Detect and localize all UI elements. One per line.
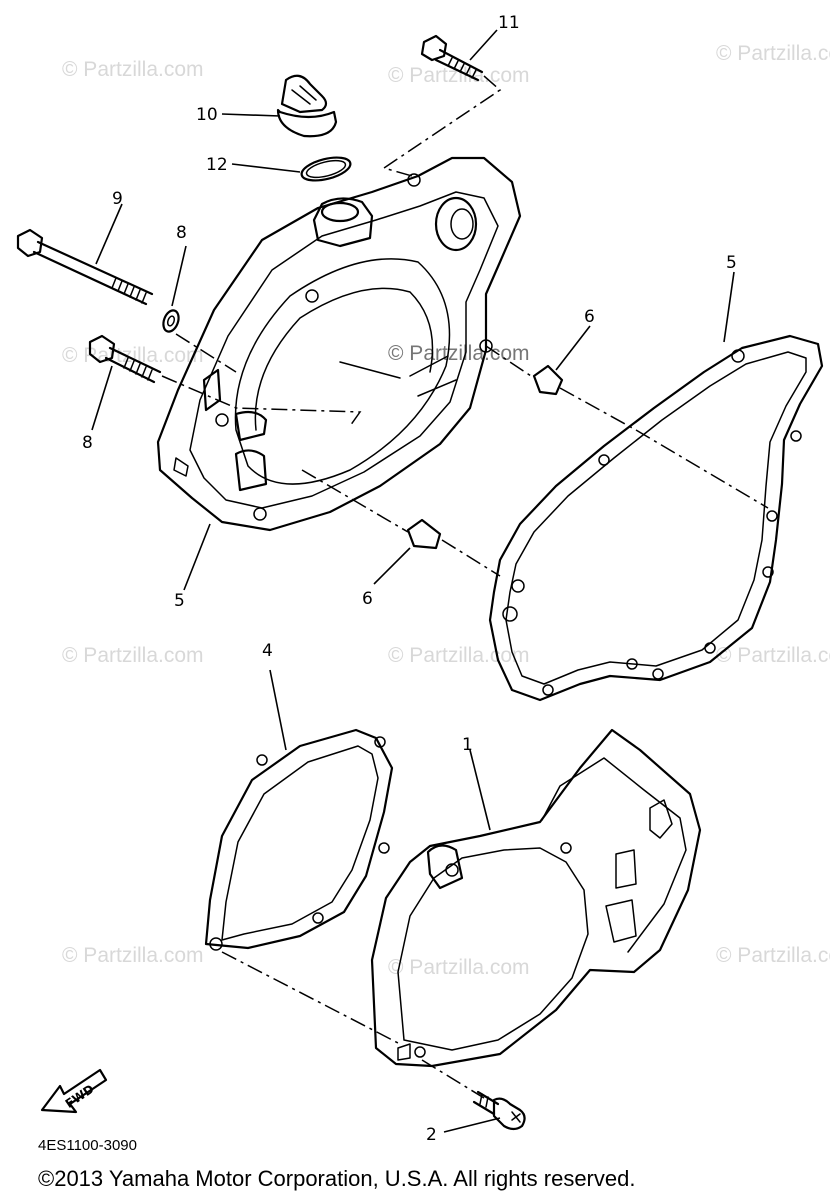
part-12-o-ring[interactable]: [299, 153, 352, 185]
watermarks: © Partzilla.com © Partzilla.com © Partzi…: [62, 42, 830, 979]
part-4-crankcase-cover[interactable]: [156, 156, 522, 532]
leader-line: [469, 29, 498, 61]
leader-line: [171, 245, 187, 307]
callout-2: 2: [426, 1125, 437, 1145]
part-2-screw[interactable]: [472, 1090, 526, 1131]
assembly-line: [635, 429, 769, 509]
callout-5: 5: [726, 253, 737, 273]
part-11-oil-plug[interactable]: [276, 74, 338, 138]
leader-line: [269, 669, 287, 751]
part-6-dowel-pin[interactable]: [406, 518, 442, 550]
leader-line: [443, 1117, 501, 1133]
leader-line: [723, 271, 735, 343]
leader-line: [555, 325, 591, 371]
copyright-notice: ©2013 Yamaha Motor Corporation, U.S.A. A…: [38, 1166, 635, 1191]
part-6-dowel-pin[interactable]: [532, 364, 564, 396]
assembly-line: [221, 951, 401, 1045]
part-code: 4ES1100-3090: [38, 1137, 137, 1154]
watermark: © Partzilla.com: [62, 58, 204, 81]
leader-line: [231, 163, 301, 173]
callout-12: 12: [206, 155, 228, 175]
watermark: © Partzilla.com: [62, 644, 204, 667]
callout-1: 1: [462, 735, 473, 755]
fwd-arrow-icon: FWD: [40, 1068, 108, 1114]
callout-7: 11: [498, 13, 520, 33]
leader-line: [91, 365, 113, 431]
callout-3: 4: [262, 641, 273, 661]
part-8-bolt[interactable]: [88, 334, 162, 384]
assembly-line: [161, 375, 362, 427]
assembly-line: [559, 387, 637, 431]
callout-6: 6: [362, 589, 373, 609]
watermark: © Partzilla.com: [388, 644, 530, 667]
assembly-line: [421, 1059, 485, 1099]
part-7-bolt[interactable]: [420, 34, 484, 82]
assembly-line: [175, 333, 237, 373]
watermark: © Partzilla.com: [62, 944, 204, 967]
assembly-line: [441, 539, 501, 577]
assembly-line: [382, 75, 502, 177]
callout-9: 9: [112, 189, 123, 209]
assembly-line: [485, 345, 535, 379]
callout-10: 8: [176, 223, 187, 243]
callout-6: 6: [584, 307, 595, 327]
watermark: © Partzilla.com: [716, 944, 830, 967]
leader-line: [221, 113, 281, 117]
part-5-gasket[interactable]: [488, 334, 824, 702]
watermark: © Partzilla.com: [388, 64, 530, 87]
watermark: © Partzilla.com: [716, 644, 830, 667]
watermark: © Partzilla.com: [716, 42, 830, 65]
part-9-bolt[interactable]: [16, 228, 154, 306]
callout-8: 8: [82, 433, 93, 453]
leader-line: [373, 547, 411, 585]
watermark: © Partzilla.com: [388, 342, 530, 365]
part-1-ignition-cover[interactable]: [370, 728, 702, 1068]
callout-11: 10: [196, 105, 218, 125]
leader-line: [95, 203, 123, 265]
part-10-washer[interactable]: [161, 308, 182, 333]
fwd-label: FWD: [63, 1082, 97, 1111]
leader-line: [469, 749, 491, 831]
callout-4: 5: [174, 591, 185, 611]
assembly-line: [301, 469, 409, 533]
leader-line: [183, 523, 211, 591]
watermark: © Partzilla.com: [388, 956, 530, 979]
part-3-gasket[interactable]: [204, 728, 394, 951]
